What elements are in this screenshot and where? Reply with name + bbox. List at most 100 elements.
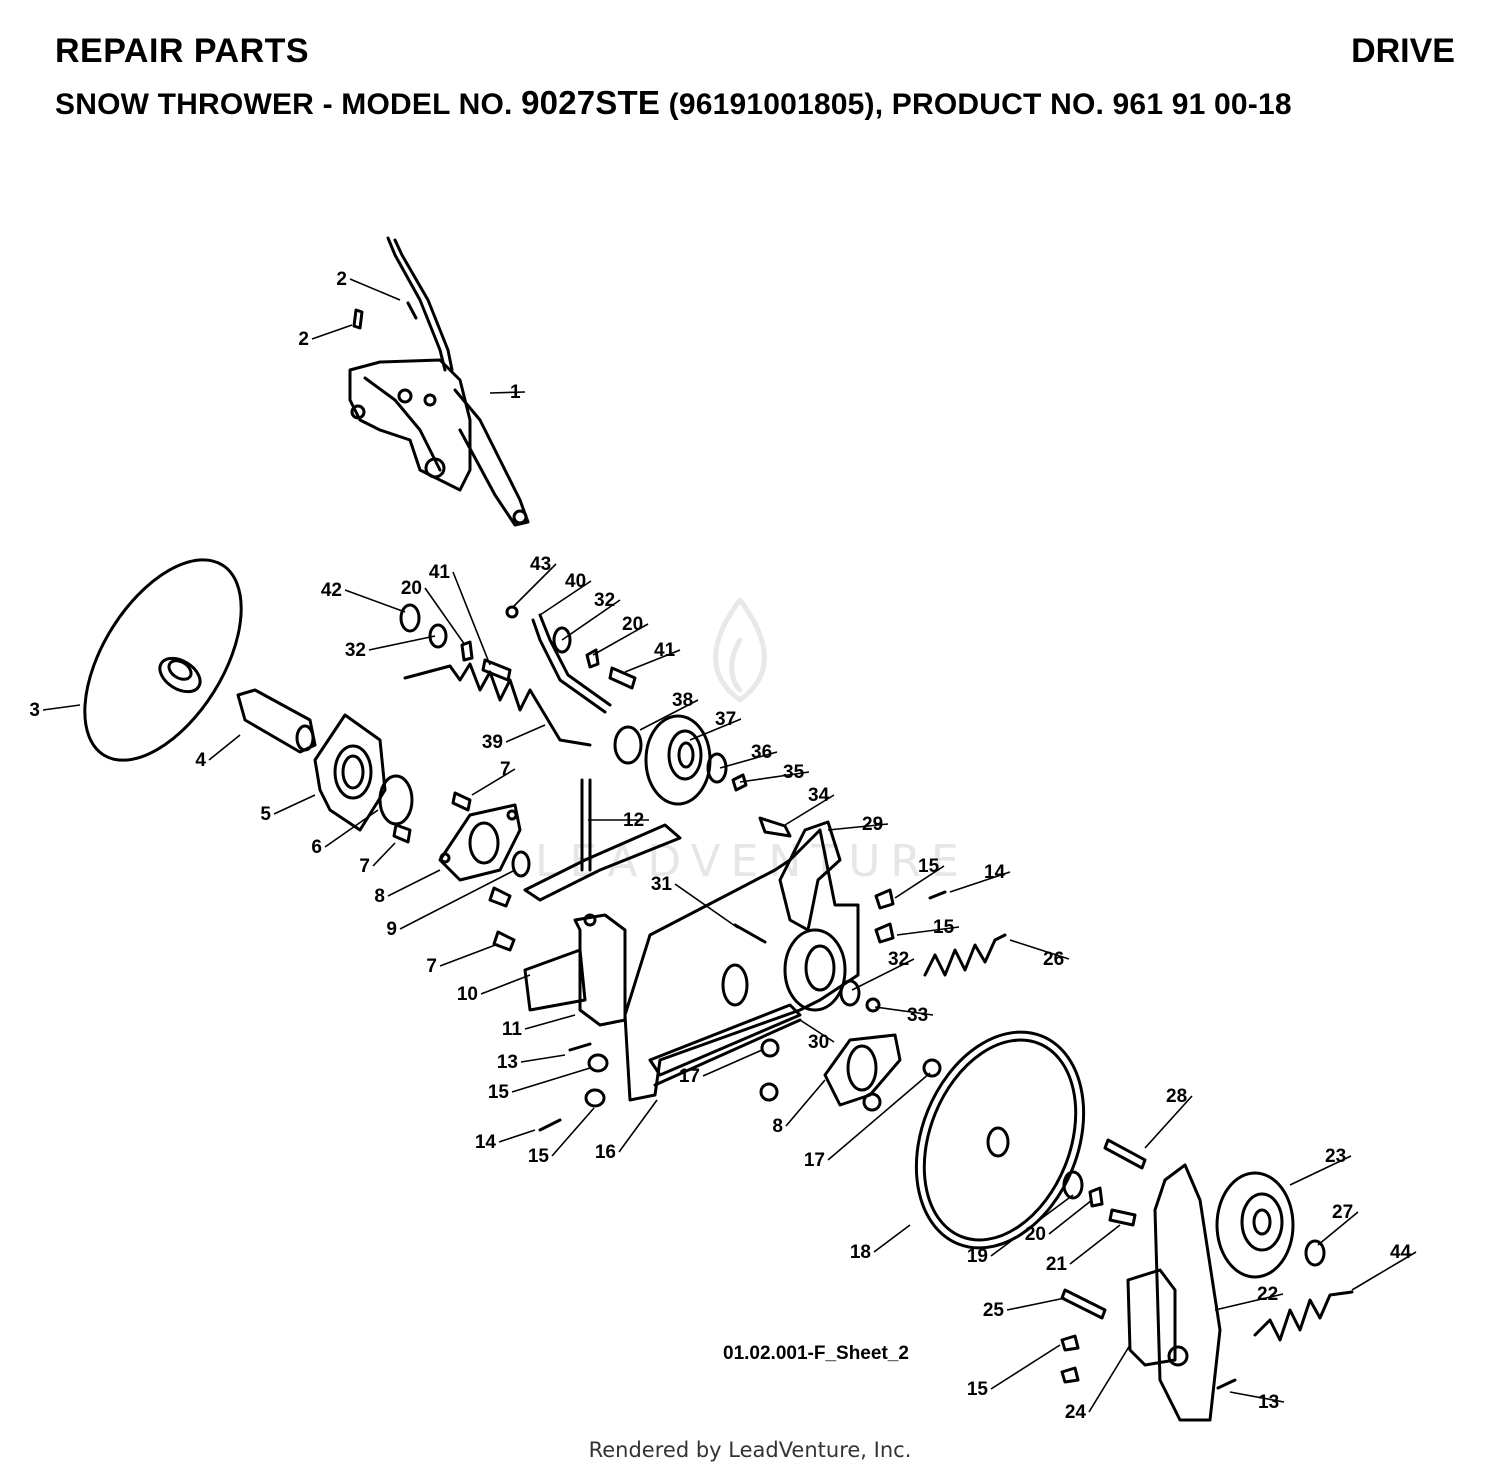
callout-leader-line [505,724,546,743]
part-washer-32b [552,626,572,654]
footer-credit: Rendered by LeadVenture, Inc. [588,1438,912,1462]
callout-label: 13 [1258,1392,1279,1413]
part-lock-20c [1088,1186,1104,1208]
callout-leader-line [551,1107,595,1157]
callout-label: 42 [321,580,342,601]
callout-label: 15 [918,856,940,877]
callout-label: 24 [1065,1402,1087,1423]
part-bolt-7a [451,791,472,812]
callout-leader-line [208,734,241,761]
callout-leader-line [949,871,1011,893]
callout-label: 34 [808,785,830,806]
callout-label: 29 [862,814,883,835]
callout-leader-line [42,704,81,711]
callout-label: 20 [401,578,422,599]
callout-label: 1 [510,382,521,403]
part-nut-17c [922,1058,942,1078]
callout-label: 21 [1046,1254,1068,1275]
part-nut-15e [1060,1334,1080,1384]
callout-leader-line [799,1019,835,1043]
callout-leader-line [1214,1293,1284,1311]
part-screw-13 [568,1042,592,1052]
callout-leader-line [1048,1199,1093,1235]
callout-leader-line [349,278,401,301]
part-nut-17d [862,1092,882,1112]
callout-label: 28 [1166,1086,1187,1107]
callout-label: 14 [475,1132,497,1153]
callout-label: 16 [595,1142,616,1163]
callout-label: 10 [457,984,478,1005]
part-screw-2a [352,308,364,330]
part-screw-14b [538,1118,562,1132]
callout-leader-line [561,599,621,641]
subtitle-prefix: SNOW THROWER - MODEL NO. [55,88,522,121]
callout-leader-line [874,1006,934,1016]
callout-label: 3 [29,700,40,721]
callout-label: 8 [374,886,385,907]
callout-leader-line [990,1194,1074,1257]
callout-leader-line [1289,1155,1352,1186]
callout-leader-line [851,958,915,991]
section-title: DRIVE [1351,32,1455,70]
part-friction-disc [83,558,243,762]
part-retaining-ring [378,774,414,826]
callout-leader-line [399,869,516,930]
part-nut-33 [865,997,881,1013]
callout-label: 7 [500,759,511,780]
part-link-rod-40 [531,613,612,714]
part-mount-plate-24 [1126,1268,1177,1367]
model-subtitle: SNOW THROWER - MODEL NO. 9027STE (961910… [55,84,1292,122]
part-lock-20b [585,648,600,669]
callout-label: 20 [622,614,643,635]
callout-leader-line [1351,1251,1417,1291]
callout-leader-line [452,571,491,666]
subtitle-suffix: (96191001805), PRODUCT NO. 961 91 00-18 [660,88,1292,121]
callout-leader-line [827,823,889,831]
callout-leader-line [896,926,960,936]
callout-leader-line [1088,1344,1131,1413]
callout-leader-line [784,794,835,826]
callout-label: 35 [783,762,805,783]
callout-label: 30 [808,1032,829,1053]
callout-label: 14 [984,862,1006,883]
callout-leader-line [520,1054,566,1063]
part-washer-19 [1062,1170,1084,1200]
part-bolt-21 [1108,1208,1137,1227]
part-hole-24 [1167,1345,1189,1367]
callout-leader-line [324,809,379,848]
callout-label: 15 [488,1082,510,1103]
callout-leader-line [524,1014,576,1030]
part-pulley-37 [644,714,712,806]
callout-leader-line [618,1099,658,1153]
watermark-flame-icon [713,597,767,703]
callout-label: 7 [426,956,437,977]
callout-label: 4 [195,750,206,771]
part-spring-44 [1253,1290,1354,1342]
callout-leader-line [1144,1095,1193,1149]
callout-label: 41 [654,640,676,661]
callout-label: 25 [983,1300,1005,1321]
part-drive-plate-18 [914,1030,1086,1250]
callout-leader-line [1006,1297,1066,1311]
callout-leader-line [344,589,406,613]
callout-label: 18 [850,1242,871,1263]
part-bolt-41b [608,666,637,690]
part-bolt-26 [1103,1138,1147,1170]
part-nut-27 [1304,1239,1326,1267]
part-bearing-38 [613,725,643,765]
callout-label: 2 [298,329,309,350]
part-bracket-10 [523,823,682,1012]
callout-label: 27 [1332,1202,1353,1223]
callout-leader-line [990,1344,1061,1390]
callout-leader-line [873,1224,911,1253]
callout-label: 22 [1257,1284,1278,1305]
part-flange-plate [438,803,522,882]
part-bolt-25 [1060,1288,1107,1320]
callout-label: 15 [967,1379,989,1400]
callout-leader-line [273,794,316,815]
part-screw-14a [928,890,947,900]
callout-leader-line [480,974,531,995]
part-washer-32c [839,979,861,1007]
part-pivot-bracket-22 [1153,1163,1222,1422]
